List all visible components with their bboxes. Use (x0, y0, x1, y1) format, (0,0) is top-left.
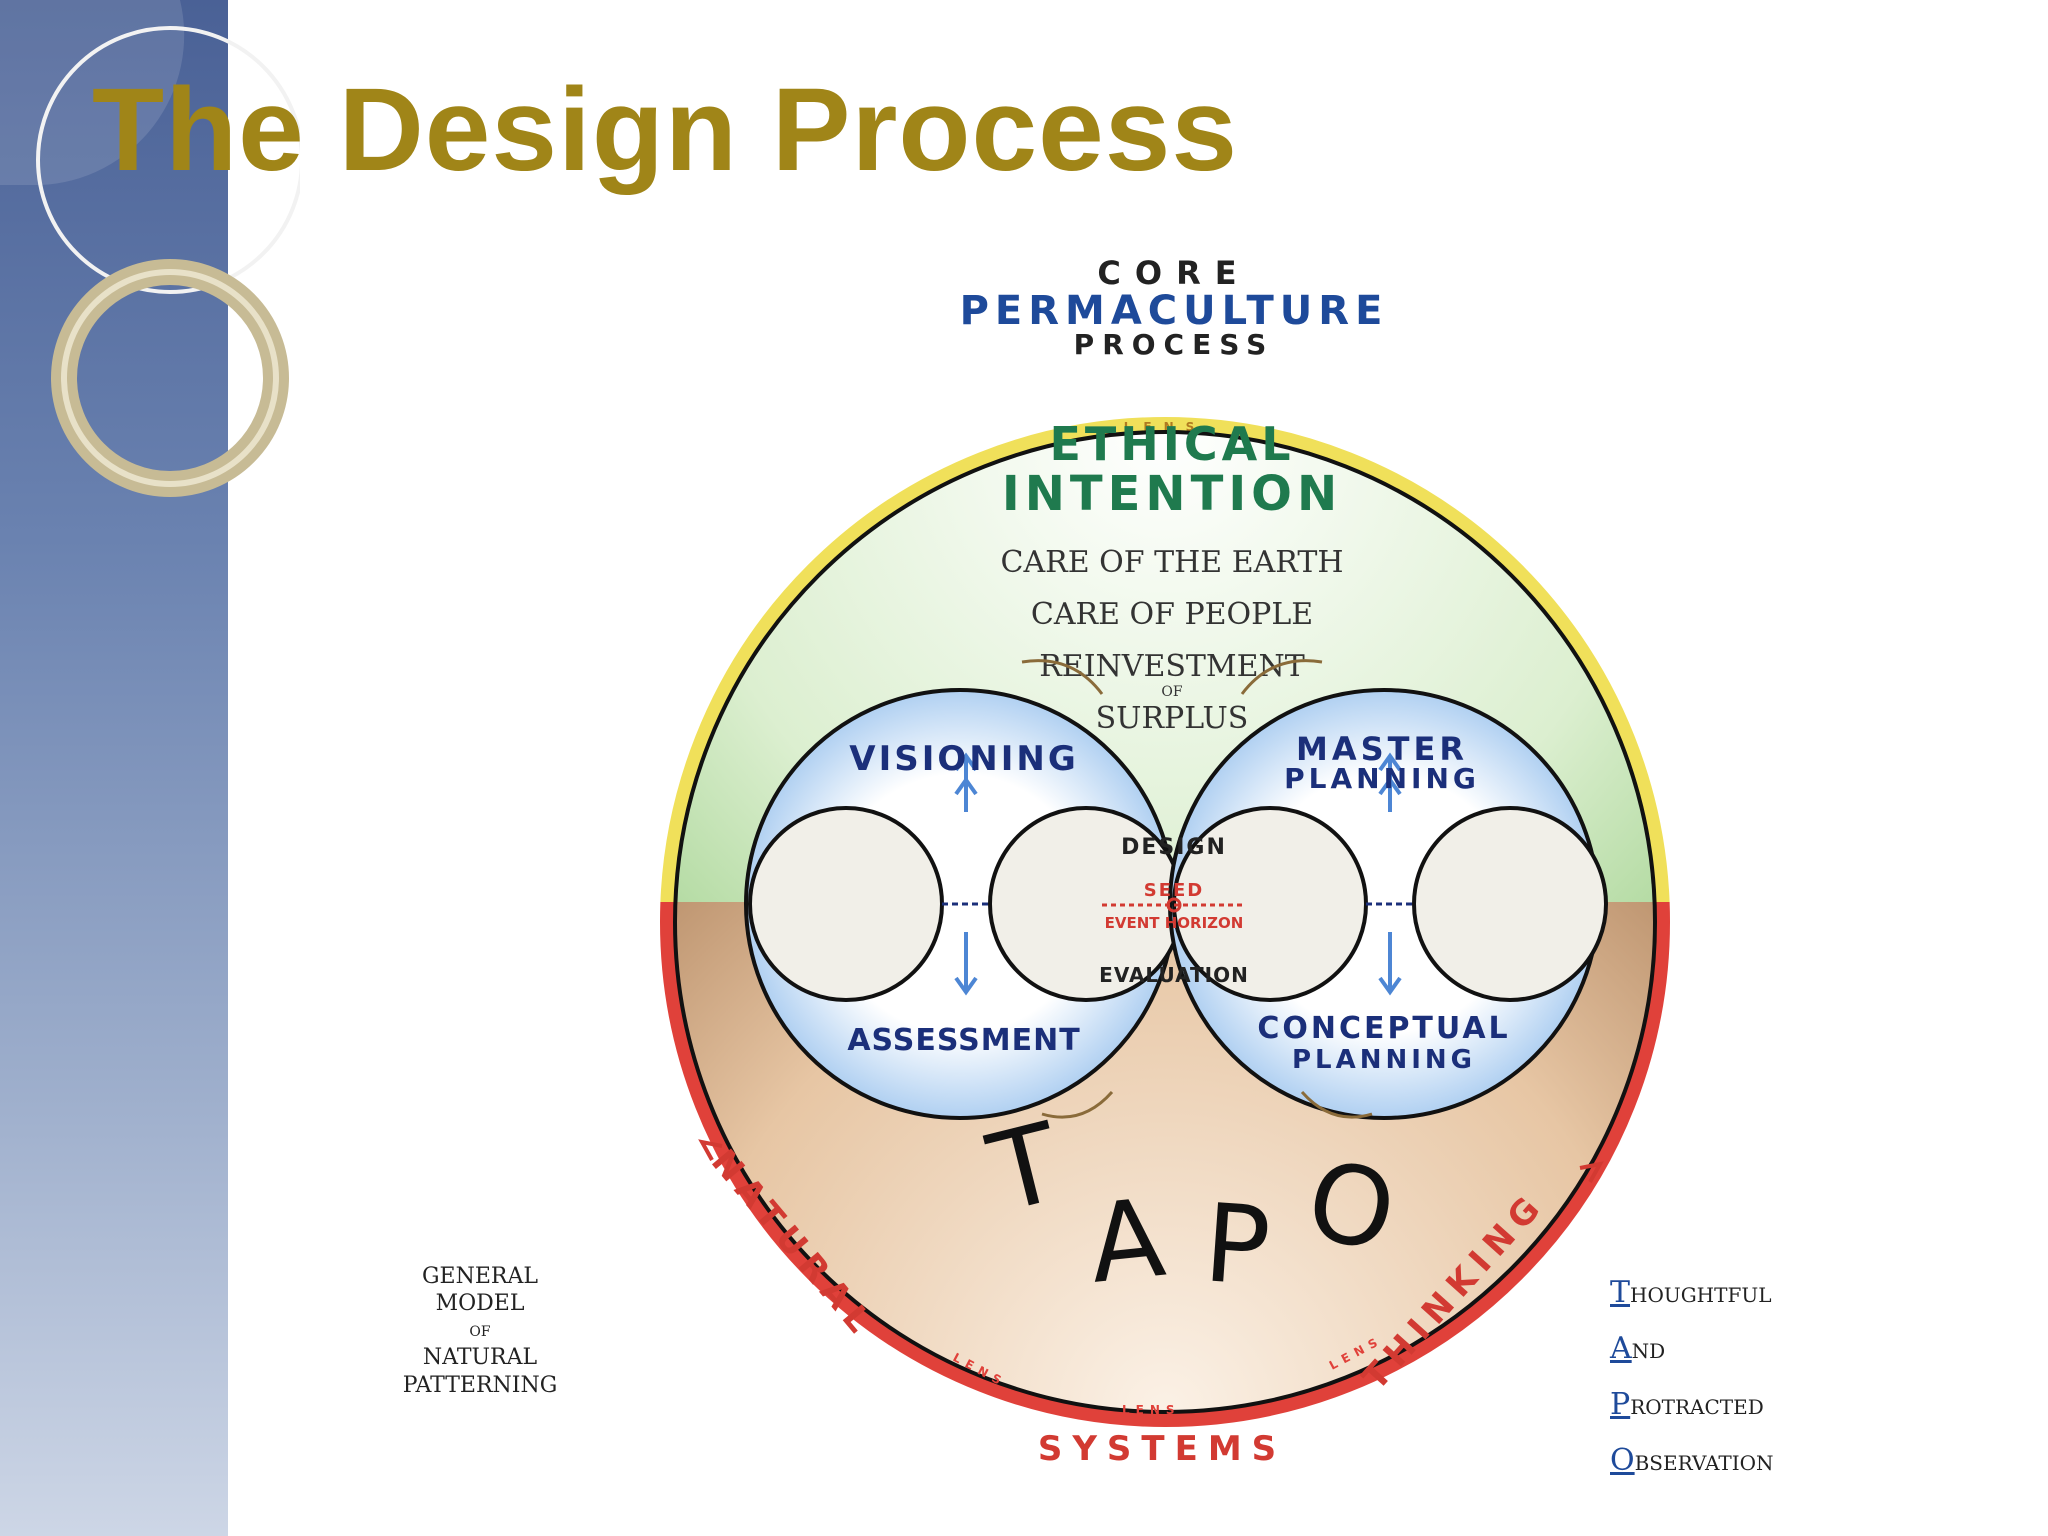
left-inner-circle-a (748, 806, 944, 1002)
label-design: DESIGN (1121, 835, 1227, 860)
acronym-o-rest: BSERVATION (1635, 1451, 1774, 1475)
outer-lens-ring-yellow (660, 417, 1670, 902)
acronym-p-rest: ROTRACTED (1630, 1395, 1764, 1419)
label-seed: SEED (1144, 880, 1205, 901)
acronym-t-initial: T (1610, 1275, 1630, 1310)
slide-title: The Design Process (92, 64, 1238, 196)
label-event-horizon: EVENT HORIZON (1105, 914, 1244, 932)
right-down-arrows (1378, 932, 1402, 996)
model-note-line2: MODEL (436, 1291, 525, 1316)
tapo-a: A (1084, 1176, 1171, 1308)
model-note-line4: NATURAL (423, 1345, 538, 1370)
acronym-p-initial: P (1610, 1387, 1630, 1422)
label-conceptual: CONCEPTUAL (1257, 1011, 1510, 1046)
decorative-rings (0, 0, 300, 497)
outer-lens-ring-red (660, 902, 1670, 1427)
arc-arrow-right (1579, 1161, 1604, 1183)
acronym-list: THOUGHTFUL AND PROTRACTED OBSERVATION (1609, 1275, 1774, 1478)
outer-circle-outline (673, 430, 1657, 1414)
label-master: MASTER (1296, 730, 1468, 768)
label-assessment: ASSESSMENT (847, 1023, 1080, 1058)
right-up-arrows (1378, 752, 1402, 812)
acronym-a-initial: A (1609, 1331, 1632, 1366)
header-permaculture: PERMACULTURE (960, 288, 1389, 334)
flow-arrow-top-right (1240, 659, 1323, 695)
right-design-circle: MASTER PLANNING CONCEPTUAL PLANNING (1168, 688, 1608, 1120)
header-process: PROCESS (1074, 328, 1275, 361)
lens-bottom-middle: LENS (1122, 1403, 1181, 1417)
flow-arrow-bottom-right (1300, 1091, 1373, 1119)
left-down-arrows (954, 932, 978, 996)
acronym-t: THOUGHTFUL (1610, 1275, 1771, 1310)
acronym-p: PROTRACTED (1610, 1387, 1764, 1422)
flow-arrow-top-left (1021, 659, 1104, 695)
acronym-a-rest: ND (1632, 1339, 1666, 1363)
label-visioning: VISIONING (849, 739, 1078, 779)
arc-systems: SYSTEMS (1038, 1429, 1286, 1469)
model-note-line5: PATTERNING (403, 1373, 558, 1398)
ethic-surplus: SURPLUS (1096, 701, 1249, 736)
right-inner-circle-b (1412, 806, 1608, 1002)
acronym-o-initial: O (1610, 1443, 1635, 1478)
permaculture-diagram: CORE PERMACULTURE PROCESS LENS ETHICAL I… (403, 254, 1774, 1478)
arc-arrow-left (698, 1139, 723, 1161)
acronym-a: AND (1609, 1331, 1665, 1366)
label-evaluation: EVALUATION (1099, 963, 1249, 987)
deco-corner-shade (0, 0, 185, 185)
acronym-o: OBSERVATION (1610, 1443, 1774, 1478)
acronym-t-rest: HOUGHTFUL (1630, 1283, 1771, 1307)
flow-arrow-bottom-left (1041, 1091, 1114, 1119)
model-note-line3: OF (469, 1324, 490, 1340)
tapo-p: P (1200, 1181, 1274, 1310)
model-note-line1: GENERAL (422, 1264, 538, 1289)
ethic-care-earth: CARE OF THE EARTH (1001, 545, 1344, 580)
left-design-circle: VISIONING ASSESSMENT (744, 688, 1184, 1120)
sidebar-band (0, 0, 228, 1536)
ethic-reinvestment: REINVESTMENT (1039, 649, 1305, 684)
label-master-planning: PLANNING (1284, 762, 1480, 795)
left-up-arrows (954, 752, 978, 812)
deco-ring-small-inner (61, 269, 279, 487)
ethics-title-line2: INTENTION (1002, 466, 1342, 522)
label-conceptual-planning: PLANNING (1292, 1045, 1476, 1075)
ethic-of: OF (1161, 684, 1182, 700)
header-core: CORE (1097, 254, 1250, 292)
ethic-care-people: CARE OF PEOPLE (1031, 597, 1313, 632)
deco-ring-large (36, 26, 300, 294)
ethics-title-line1: ETHICAL (1049, 417, 1294, 471)
model-note: GENERAL MODEL OF NATURAL PATTERNING (403, 1264, 558, 1398)
